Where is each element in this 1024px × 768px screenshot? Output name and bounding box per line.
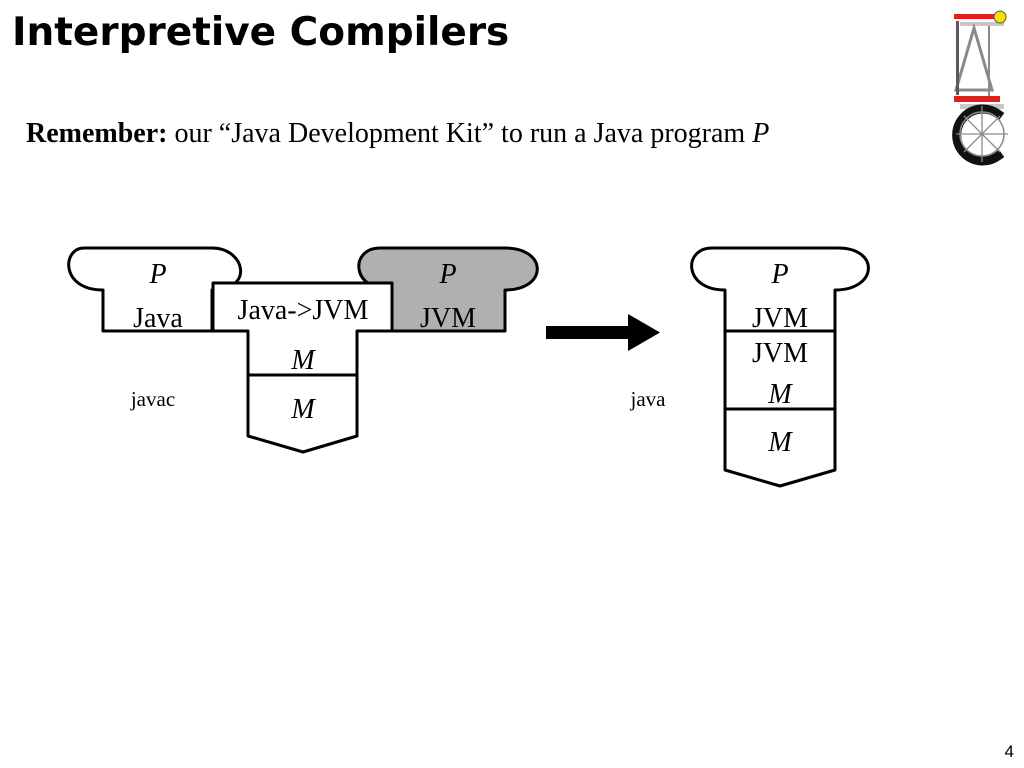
compiler-translation-label: Java->JVM bbox=[238, 295, 369, 326]
interpreter-impl-language: M bbox=[767, 379, 793, 410]
slide-title: Interpretive Compilers bbox=[12, 10, 510, 55]
logo-top-bar bbox=[954, 14, 1000, 19]
interpreter-language: JVM bbox=[752, 338, 808, 369]
page-number: 4 bbox=[1004, 742, 1014, 761]
interpreter-shape bbox=[723, 329, 837, 411]
run-machine-shape bbox=[723, 407, 837, 488]
logo-c-icon bbox=[952, 104, 1005, 166]
machine-shape bbox=[246, 373, 359, 454]
run-machine-label: M bbox=[767, 427, 793, 458]
run-program-name: P bbox=[770, 259, 788, 290]
target-program-shape bbox=[357, 246, 539, 333]
target-program-name: P bbox=[438, 259, 456, 290]
logo-yellow-dot-icon bbox=[993, 10, 1007, 24]
java-caption: java bbox=[630, 387, 667, 411]
logo-triangle-icon bbox=[954, 22, 994, 92]
compiler-machine-label: M bbox=[290, 394, 316, 425]
subtitle-lead: Remember: bbox=[26, 118, 168, 149]
javac-caption: javac bbox=[130, 387, 175, 411]
run-program-shape bbox=[690, 246, 870, 333]
source-program-name: P bbox=[148, 259, 166, 290]
run-program-language: JVM bbox=[752, 303, 808, 334]
arrow-right-icon bbox=[546, 314, 660, 351]
source-program-language: Java bbox=[133, 303, 183, 334]
target-program-language: JVM bbox=[420, 303, 476, 334]
logo-bottom-bar bbox=[954, 96, 1000, 102]
subtitle-text: our “Java Development Kit” to run a Java… bbox=[167, 118, 753, 149]
institution-logo-icon bbox=[952, 10, 1008, 166]
slide-subtitle: Remember: our “Java Development Kit” to … bbox=[26, 118, 769, 150]
compiler-impl-language: M bbox=[290, 345, 316, 376]
subtitle-variable: P bbox=[752, 118, 770, 149]
